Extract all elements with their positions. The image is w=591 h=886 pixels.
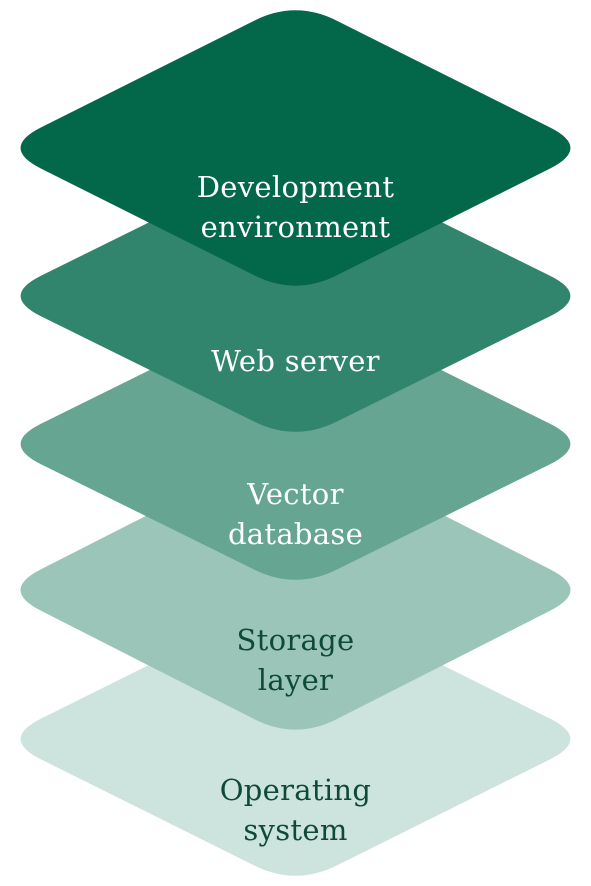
layer-os: Operating system: [20, 602, 571, 876]
layer-vector: Vector database: [20, 308, 571, 580]
layer-vector-shape: [20, 308, 571, 580]
layer-web: Web server: [20, 160, 571, 432]
layer-vector-label-line-2: database: [228, 517, 363, 551]
layer-dev-label-line-1: Development: [197, 170, 395, 204]
layer-dev: Development environment: [20, 10, 571, 286]
layer-storage-label-line-1: Storage: [237, 623, 355, 657]
layer-os-shape: [20, 602, 571, 876]
layer-dev-label-line-2: environment: [201, 210, 391, 244]
layer-storage-label-line-2: layer: [258, 663, 333, 697]
layer-os-label-line-2: system: [243, 813, 347, 847]
layers-group: Operating system Storage layer Vector databas…: [20, 10, 571, 876]
layer-vector-label-line-1: Vector: [246, 477, 343, 511]
layer-dev-shape: [20, 10, 571, 286]
layer-web-shape: [20, 160, 571, 432]
layer-web-label-line-1: Web server: [211, 344, 380, 378]
layer-os-label-line-1: Operating: [220, 773, 372, 807]
